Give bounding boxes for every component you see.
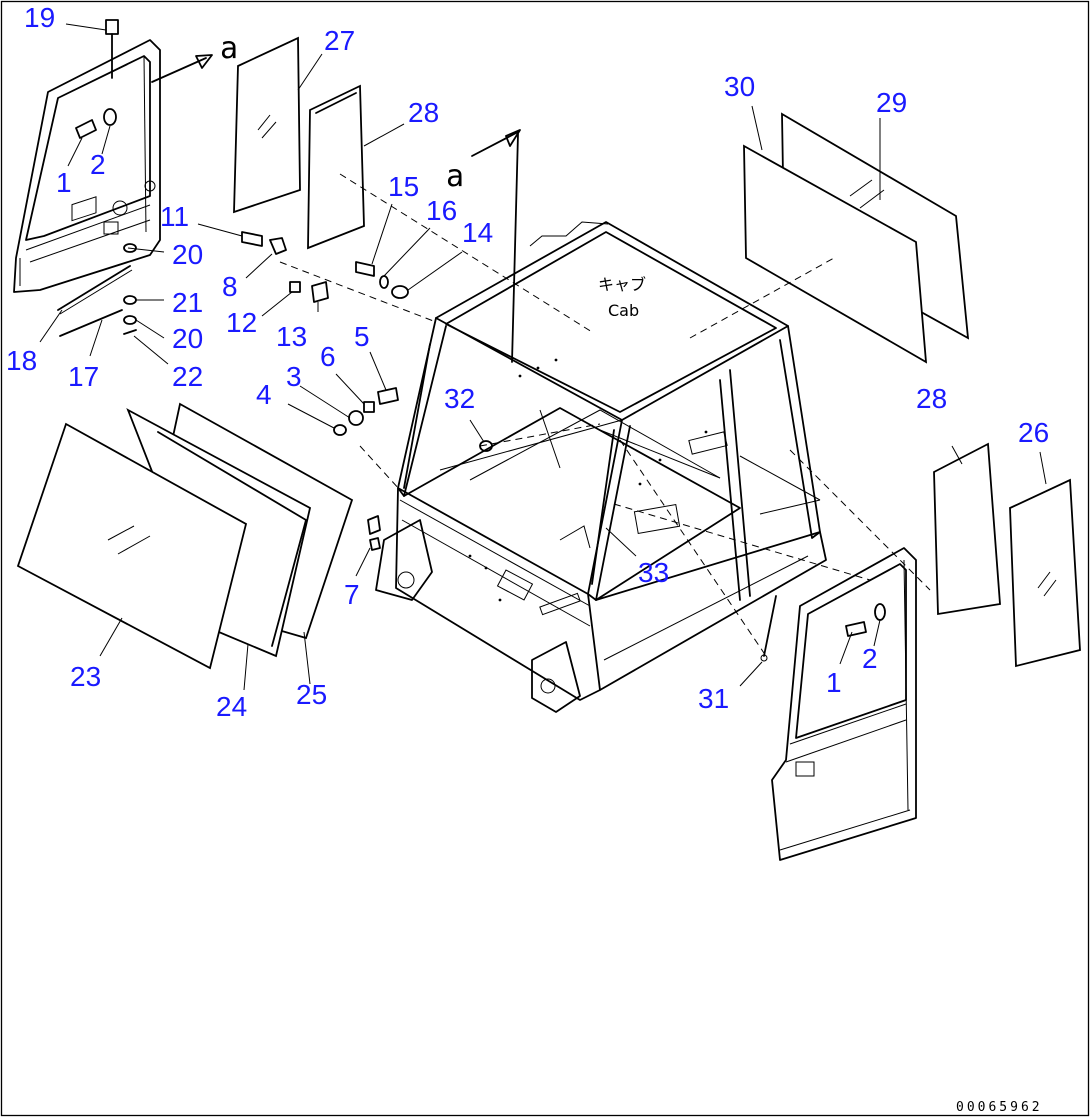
part-12-13-clip: [289, 281, 329, 303]
cab-label-jp: キャブ: [598, 275, 646, 294]
callout-24: 24: [216, 691, 247, 722]
callout-2-right: 2: [862, 643, 878, 674]
callout-15: 15: [388, 171, 419, 202]
callout-18: 18: [6, 345, 37, 376]
callout-8: 8: [222, 271, 238, 302]
callout-1-left: 1: [56, 167, 72, 198]
glass-28-inner-edge: [315, 92, 357, 114]
part-19-bolt: [105, 19, 119, 79]
callout-2-left: 2: [90, 149, 106, 180]
cab-body: [375, 221, 827, 713]
part-15-16-14-bolt-washer: [355, 261, 409, 299]
right-door: [771, 547, 917, 861]
callout-1-right: 1: [826, 667, 842, 698]
callout-13: 13: [276, 321, 307, 352]
part-7-catch: [367, 515, 381, 551]
callout-21: 21: [172, 287, 203, 318]
callout-27: 27: [324, 25, 355, 56]
reference-dashed-lines: [279, 173, 931, 657]
part-17-rod: [59, 309, 123, 337]
glass-30: [743, 144, 928, 364]
arrow-to-ref-a-left: [151, 54, 213, 83]
callout-28-upper: 28: [408, 97, 439, 128]
glass-26-highlight: [1037, 571, 1057, 597]
glass-26: [1009, 478, 1081, 668]
part-3-4-5-6-fasteners: [333, 387, 399, 436]
callout-12: 12: [226, 307, 257, 338]
part-11-bolt: [241, 231, 263, 247]
ref-mark-a-center: a: [446, 159, 464, 194]
cab-label-en: Cab: [608, 301, 639, 320]
callout-28-right: 28: [916, 383, 947, 414]
callout-5: 5: [354, 321, 370, 352]
callout-30: 30: [724, 71, 755, 102]
callout-25: 25: [296, 679, 327, 710]
cab-surface-dots: [468, 358, 708, 602]
part-1-2-right-hinge-bolt: [845, 603, 886, 637]
glass-28-right: [933, 442, 1001, 616]
callout-16: 16: [426, 195, 457, 226]
callout-31: 31: [698, 683, 729, 714]
glass-28-upper: [307, 84, 365, 250]
callout-11: 11: [160, 201, 189, 232]
part-20-21-22-washers: [123, 243, 137, 335]
callout-7: 7: [344, 579, 360, 610]
callout-6: 6: [320, 341, 336, 372]
callout-23: 23: [70, 661, 101, 692]
callout-20-upper: 20: [172, 239, 203, 270]
left-door: [13, 39, 161, 293]
callout-22: 22: [172, 361, 203, 392]
part-1-2-left-hinge-bolt: [75, 108, 117, 139]
callout-3: 3: [286, 361, 302, 392]
glass-24-inner-edge: [157, 431, 307, 647]
callout-29: 29: [876, 87, 907, 118]
glass-27: [233, 36, 301, 214]
part-18-rod: [57, 265, 133, 315]
part-8-bracket: [269, 237, 287, 255]
arrow-to-ref-a-center: [471, 129, 521, 363]
callout-17: 17: [68, 361, 99, 392]
ref-mark-a-left: a: [220, 31, 238, 66]
callout-20-lower: 20: [172, 323, 203, 354]
glass-27-highlight: [257, 114, 277, 139]
callout-4: 4: [256, 379, 272, 410]
callout-32: 32: [444, 383, 475, 414]
callout-labels: 19 27 28 30 29 1 2 11 20 8 21 12 13 15 1…: [6, 2, 1049, 722]
callout-33: 33: [638, 557, 669, 588]
glass-23-highlight: [107, 525, 151, 555]
leader-lines: [39, 23, 1047, 691]
callout-14: 14: [462, 217, 493, 248]
part-31-stay: [760, 595, 777, 662]
drawing-code: 00065962: [956, 1100, 1043, 1115]
callout-19: 19: [24, 2, 55, 33]
callout-26: 26: [1018, 417, 1049, 448]
